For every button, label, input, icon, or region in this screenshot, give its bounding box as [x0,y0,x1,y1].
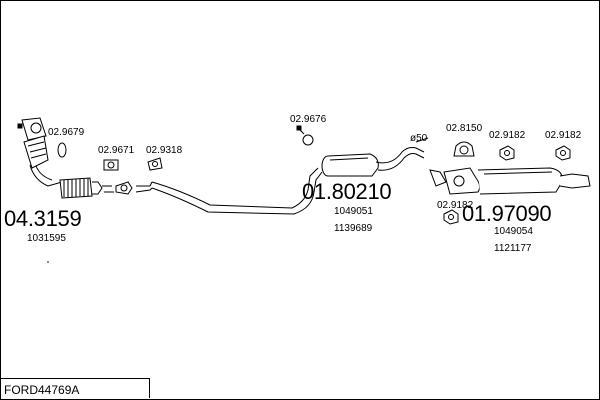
middle-silencer-code: 01.80210 [302,179,392,204]
rubber-hanger-b-icon [555,145,571,161]
gasket-mid-label: 02.9318 [146,145,183,156]
model-code: FORD44769A [4,383,80,397]
rear-silencer-refs: 1049054 1121177 [494,223,533,257]
hanger-c-label: 02.9182 [437,200,474,211]
hanger-b-label: 02.9182 [545,130,582,141]
front-section-refs: 1031595 [27,230,66,247]
model-code-box: FORD44769A [0,378,150,398]
front-pipe-clamp-label: 02.9679 [48,127,85,138]
flex-pipe-icon [59,177,103,199]
rubber-hanger-c-icon [443,209,459,225]
mid-clamp-label: 02.9676 [290,114,327,125]
mount-ring-label: 02.8150 [446,123,483,134]
rubber-hanger-a-icon [499,145,515,161]
mid-clamp-icon [296,125,314,146]
front-pipe-clamp-icon [57,142,67,158]
middle-silencer-icon [321,147,425,177]
middle-silencer-ref: 1049051 [334,206,373,217]
middle-silencer-refs: 1049051 1139689 [334,203,373,237]
front-pipe-tail [102,181,153,193]
diameter-label: ø50 [410,133,428,144]
middle-silencer-ref: 1139689 [334,223,373,234]
gasket-front-icon [103,159,133,195]
front-section-code: 04.3159 [4,206,82,231]
rear-silencer-icon [429,167,591,195]
front-section-ref: 1031595 [27,233,66,244]
rear-silencer-ref: 1121177 [494,243,532,254]
intermediate-pipe [151,167,323,215]
rear-silencer-ref: 1049054 [494,226,533,237]
rear-silencer-code: 01.97090 [462,201,552,226]
hanger-a-label: 02.9182 [489,130,526,141]
gasket-mid-icon [147,157,163,171]
catalytic-converter-icon [17,117,63,187]
gasket-front-label: 02.9671 [98,145,135,156]
mounting-ring-icon [453,141,475,157]
